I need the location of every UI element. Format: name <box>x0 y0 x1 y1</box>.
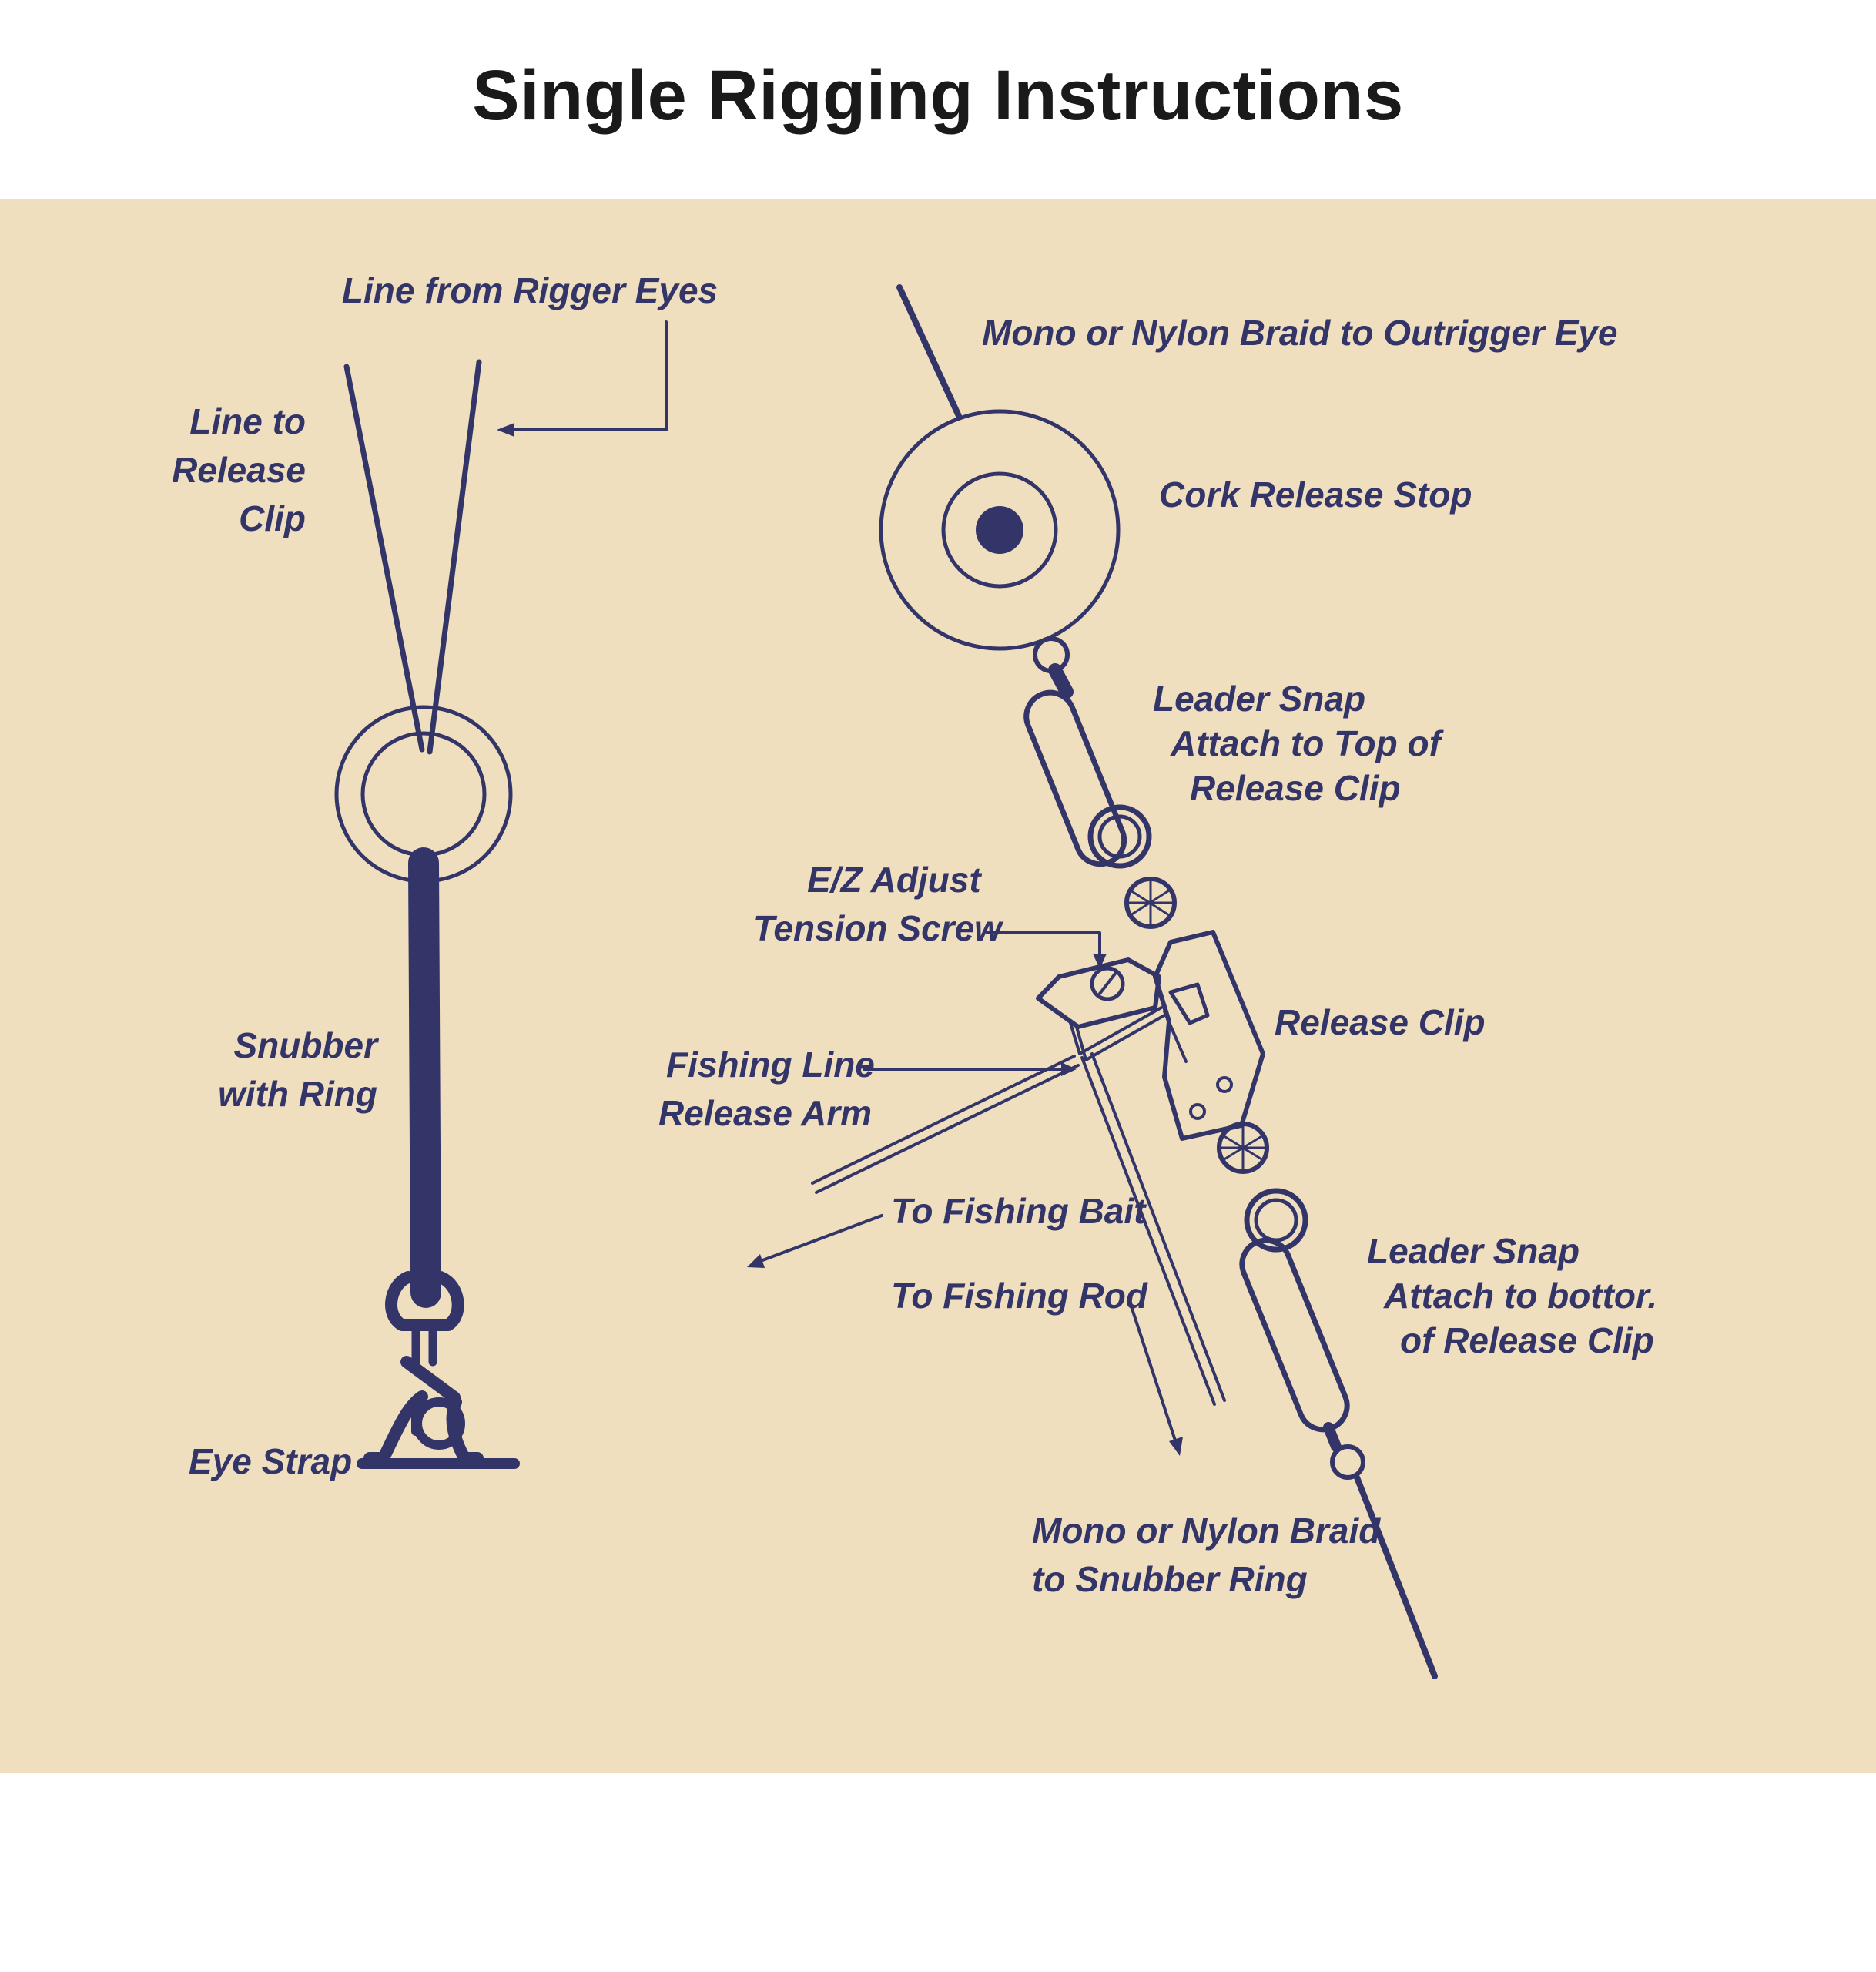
label-line-to-release-clip-2: Release <box>172 450 306 490</box>
label-line-to-release-clip-1: Line to <box>189 401 306 441</box>
diagram-panel: Line from Rigger Eyes Line to Release Cl… <box>0 199 1876 1773</box>
label-cork-release-stop: Cork Release Stop <box>1159 475 1472 515</box>
page-title: Single Rigging Instructions <box>472 56 1404 135</box>
upper-bead <box>1124 877 1177 929</box>
label-mono-to-outrigger-eye: Mono or Nylon Braid to Outrigger Eye <box>982 313 1617 353</box>
release-clip-body <box>1153 930 1265 1141</box>
label-line-to-release-clip-3: Clip <box>239 498 306 538</box>
label-ez-adjust-2: Tension Screw <box>753 908 1004 948</box>
label-leader-snap-bottom-1: Leader Snap <box>1367 1231 1580 1271</box>
cork-release-stop <box>879 409 1121 651</box>
upper-leader-snap <box>1023 689 1152 869</box>
eye-strap-icon <box>357 1356 520 1469</box>
lower-bead <box>1217 1122 1269 1174</box>
bait-arrow <box>747 1214 883 1268</box>
ez-adjust-pointer <box>986 931 1107 969</box>
label-mono-to-snubber-ring-1: Mono or Nylon Braid <box>1032 1511 1381 1551</box>
label-to-fishing-rod: To Fishing Rod <box>891 1276 1148 1316</box>
label-leader-snap-top-1: Leader Snap <box>1153 679 1365 719</box>
label-release-clip: Release Clip <box>1275 1002 1486 1042</box>
snubber-body <box>385 847 464 1367</box>
label-mono-to-snubber-ring-2: to Snubber Ring <box>1032 1559 1308 1599</box>
label-snubber-with-ring-2: with Ring <box>218 1074 377 1114</box>
diagram-background <box>0 199 1876 1773</box>
release-arm-pointer <box>863 1062 1077 1076</box>
rigging-diagram: Line from Rigger Eyes Line to Release Cl… <box>0 199 1876 1773</box>
label-leader-snap-bottom-2: Attach to bottor. <box>1383 1276 1657 1316</box>
label-leader-snap-bottom-3: of Release Clip <box>1400 1320 1654 1360</box>
label-to-fishing-bait: To Fishing Bait <box>891 1191 1147 1231</box>
label-leader-snap-top-3: Release Clip <box>1190 768 1401 808</box>
snubber-ring-line <box>1354 1474 1438 1679</box>
outrigger-line <box>896 284 962 419</box>
label-leader-snap-top-2: Attach to Top of <box>1170 723 1445 763</box>
rigger-lines <box>343 359 482 755</box>
bait-line <box>811 1055 1080 1194</box>
upper-swivel <box>1033 636 1074 699</box>
label-line-from-rigger-eyes: Line from Rigger Eyes <box>342 270 718 310</box>
label-eye-strap: Eye Strap <box>189 1441 352 1481</box>
label-fishing-line-release-arm-2: Release Arm <box>658 1093 872 1133</box>
rod-line <box>1080 1052 1226 1406</box>
label-ez-adjust-1: E/Z Adjust <box>807 860 982 900</box>
lower-leader-snap <box>1239 1188 1365 1480</box>
release-arm <box>1069 1006 1188 1063</box>
label-fishing-line-release-arm-1: Fishing Line <box>666 1045 875 1085</box>
label-snubber-with-ring-1: Snubber <box>233 1025 379 1065</box>
rod-arrow <box>1129 1303 1183 1456</box>
rigger-eyes-arrow <box>497 320 668 437</box>
